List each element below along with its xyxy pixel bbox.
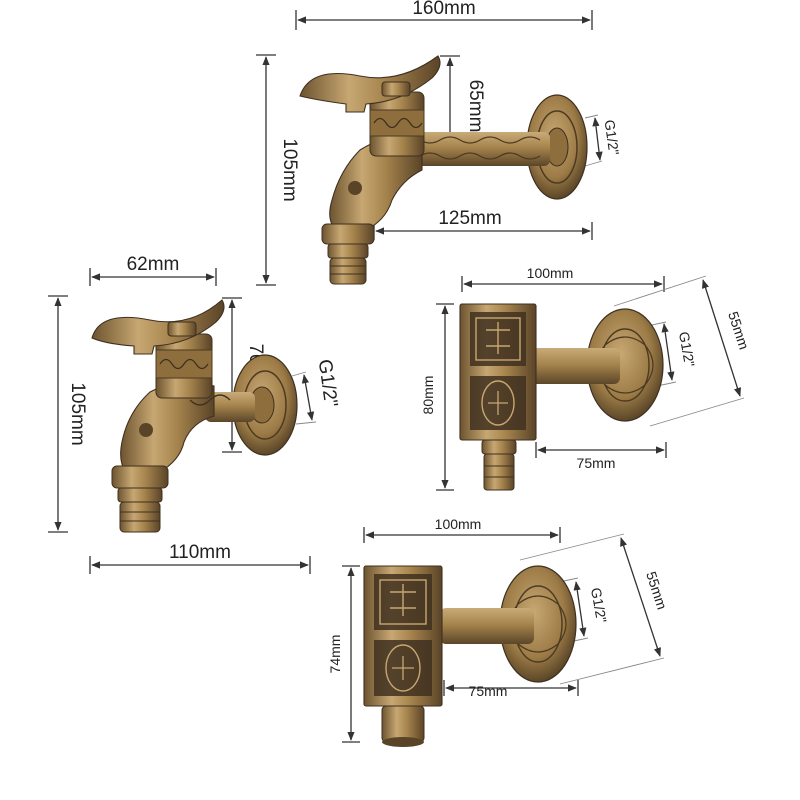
- dim-label: 55mm: [643, 569, 670, 611]
- dim-label: 75mm: [469, 683, 508, 699]
- faucet-bottom: 100mm 74mm 55mm G1/2" 75mm: [327, 516, 670, 747]
- dim-mid-pipe-length: 75mm: [535, 442, 667, 471]
- faucet-mid-right-body: [459, 303, 664, 491]
- dim-label: 65mm: [465, 80, 486, 133]
- dim-top-total-width: 160mm: [295, 0, 593, 30]
- dim-mid-height: 80mm: [420, 303, 454, 491]
- dim-mid-total-width: 100mm: [461, 265, 665, 292]
- dim-label: G1/2": [314, 358, 341, 408]
- dim-label: 62mm: [127, 254, 180, 275]
- faucet-mid-right: 100mm 80mm 55mm G1/2" 75mm: [420, 265, 752, 491]
- dim-left-total-width: 110mm: [89, 542, 311, 574]
- dim-bottom-pipe-length: 75mm: [443, 680, 579, 699]
- dim-left-height: 105mm: [48, 295, 88, 533]
- dim-label: 75mm: [577, 455, 616, 471]
- dim-left-thread: G1/2": [291, 358, 341, 425]
- dim-label: 110mm: [169, 542, 231, 563]
- dim-label: 160mm: [412, 0, 475, 19]
- dim-label: 100mm: [527, 265, 574, 281]
- faucet-left: 62mm 105mm 70mm 110mm G1/2": [48, 254, 341, 574]
- faucet-top: 160mm 105mm 65mm 125mm G1/2": [256, 0, 623, 286]
- dim-bottom-height: 74mm: [327, 565, 360, 743]
- dim-top-pipe-length: 125mm: [373, 208, 593, 240]
- dim-label: 100mm: [435, 516, 482, 532]
- dim-bottom-total-width: 100mm: [363, 516, 561, 543]
- dim-label: G1/2": [602, 119, 623, 156]
- dim-top-height: 105mm: [256, 54, 300, 286]
- dim-label: 80mm: [420, 376, 436, 415]
- dim-label: 74mm: [327, 635, 343, 674]
- dim-label: G1/2": [676, 330, 698, 368]
- dim-label: 55mm: [725, 309, 752, 351]
- dim-label: 105mm: [67, 382, 88, 445]
- faucet-left-body: [91, 299, 298, 533]
- dim-label: G1/2": [588, 586, 610, 624]
- dim-label: 125mm: [438, 208, 501, 229]
- dim-left-handle-width: 62mm: [89, 254, 217, 286]
- dim-label: 105mm: [279, 138, 300, 201]
- faucet-top-body: [299, 55, 588, 285]
- faucet-bottom-body: [363, 565, 577, 747]
- dim-top-thread: G1/2": [584, 114, 623, 167]
